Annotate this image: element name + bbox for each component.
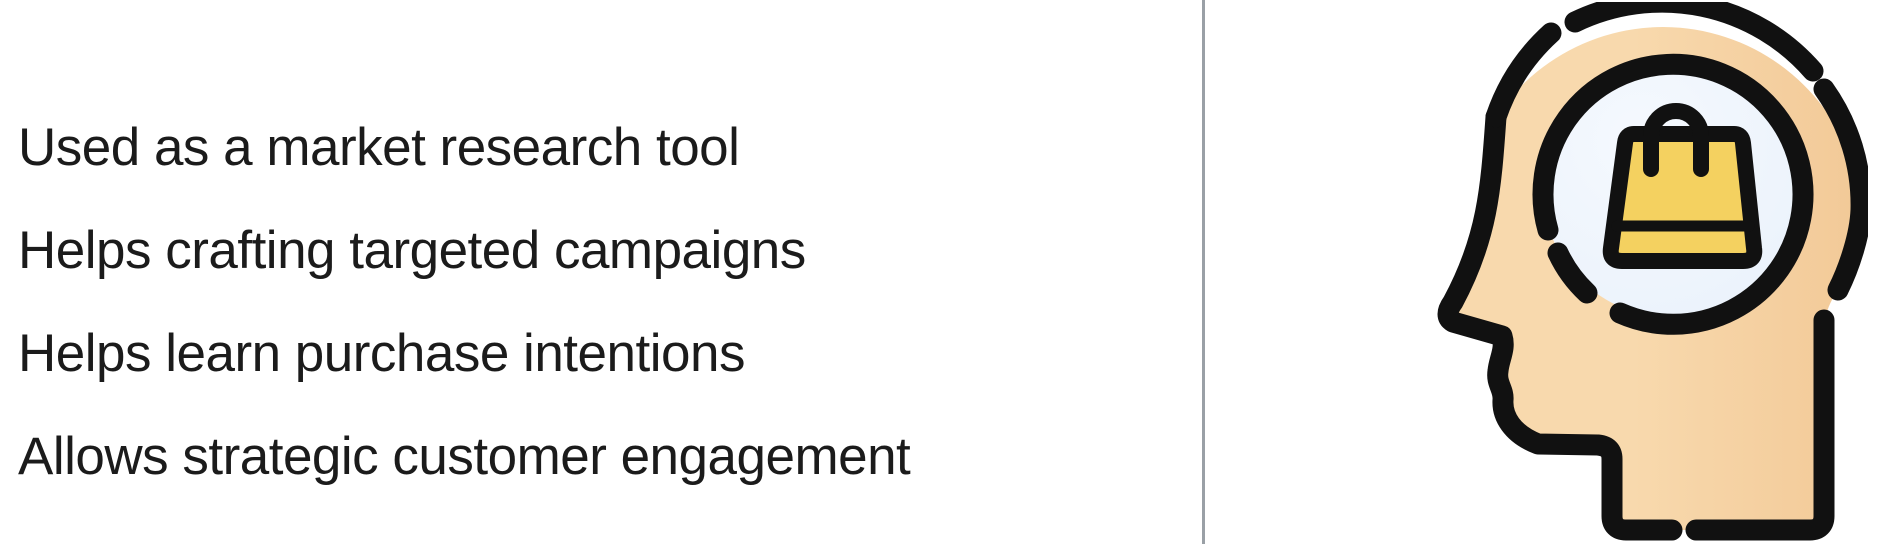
head-outline-neck-skull [1813, 78, 1872, 301]
bullet-line-2: Helps crafting targeted campaigns [18, 221, 806, 280]
bullet-line-4: Allows strategic customer engagement [18, 427, 911, 486]
shopping-bag-handle [1643, 103, 1709, 177]
head-with-shopping-bag-icon [1398, 0, 1872, 542]
consumer-mind-graphic [1437, 0, 1872, 541]
bullet-list: Used as a market research tool Helps cra… [18, 96, 911, 508]
head-outline-face [1437, 106, 1683, 541]
head-outline-back [1485, 22, 1562, 128]
head-outline-crown [1564, 0, 1824, 82]
head-outline-bottom-right [1685, 309, 1835, 541]
mind-circle-outline-dash [1547, 242, 1598, 304]
bullet-line-1: Used as a market research tool [18, 118, 740, 177]
mind-circle-outline [1532, 53, 1814, 335]
shopping-bag-icon [1602, 126, 1763, 269]
vertical-divider [1202, 0, 1205, 544]
bullet-line-3: Helps learn purchase intentions [18, 324, 745, 383]
